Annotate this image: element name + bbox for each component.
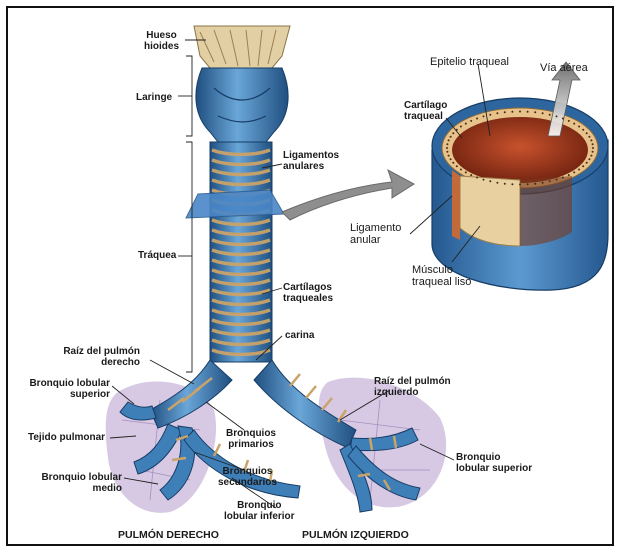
label-via-aerea: Vía aérea	[540, 62, 588, 74]
tracheal-cross-section	[432, 62, 608, 290]
label-carina: carina	[285, 330, 314, 341]
larynx	[196, 68, 288, 142]
label-pulmon-derecho: PULMÓN DERECHO	[118, 530, 219, 541]
label-traquea: Tráquea	[138, 250, 176, 261]
label-epitelio-traqueal: Epitelio traqueal	[430, 56, 509, 68]
section-plane	[186, 190, 284, 218]
hyoid-bone	[194, 26, 290, 68]
label-tejido-pulmonar: Tejido pulmonar	[28, 432, 105, 443]
zoom-arrow	[282, 170, 414, 220]
label-laringe: Laringe	[136, 92, 172, 103]
trachea	[210, 142, 272, 362]
label-pulmon-izquierdo: PULMÓN IZQUIERDO	[302, 530, 409, 541]
